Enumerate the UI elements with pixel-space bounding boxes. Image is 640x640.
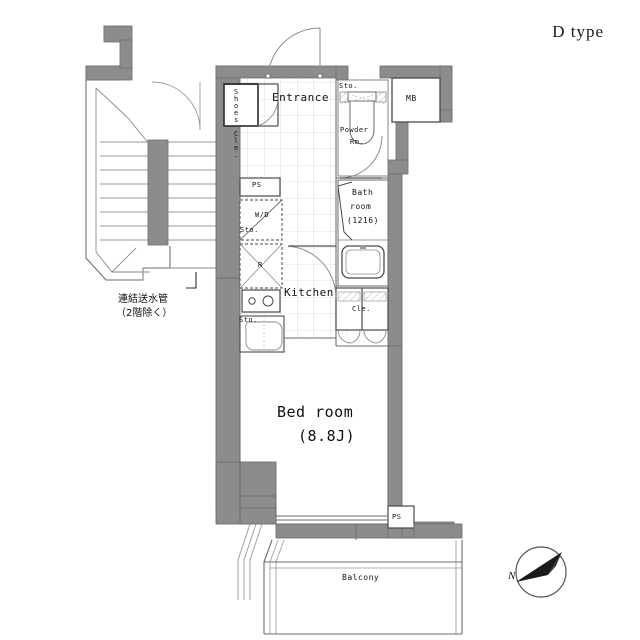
bedroom-window bbox=[276, 515, 388, 521]
closet-fixture bbox=[335, 287, 389, 344]
storage-kitchen-label: Sto. bbox=[239, 316, 258, 324]
stairwell bbox=[85, 79, 216, 281]
kitchen-label: Kitchen bbox=[284, 286, 334, 299]
washer-dryer-label: W/D bbox=[255, 211, 270, 219]
pipe-shaft-lower-fixture bbox=[387, 505, 415, 529]
storage-wd-label: Sto. bbox=[240, 226, 259, 234]
refrigerator-label: R bbox=[258, 261, 263, 269]
toilet-fixture bbox=[337, 79, 389, 179]
meter-box-label: MB bbox=[406, 94, 417, 103]
storage-top-label: Sto. bbox=[339, 82, 358, 90]
kitchen-fixture bbox=[239, 245, 337, 353]
water-pipe-leader bbox=[186, 272, 197, 289]
bathroom-fixture bbox=[337, 179, 389, 287]
balcony-area bbox=[263, 523, 463, 635]
closet-label: Cle. bbox=[352, 305, 371, 313]
entrance-door bbox=[265, 27, 323, 79]
powder-room-label-line1: Powder bbox=[340, 126, 369, 134]
bath-room-label-line1: Bath bbox=[352, 188, 374, 197]
powder-room-label-line2: Rm. bbox=[350, 138, 365, 146]
water-pipe-annotation-line1: 連結送水管 bbox=[118, 294, 168, 305]
refrigerator-fixture bbox=[239, 243, 283, 289]
balcony-drain-lines bbox=[237, 523, 263, 600]
pipe-shaft-upper-label: PS bbox=[252, 181, 262, 189]
bath-room-size-label: (1216) bbox=[347, 216, 379, 225]
bed-room-label: Bed room bbox=[277, 403, 354, 421]
shoes-closet-label: Shoes Cle. bbox=[232, 88, 241, 158]
pipe-shaft-upper-fixture bbox=[239, 177, 281, 197]
bath-room-label-line2: room bbox=[350, 202, 372, 211]
washer-dryer-fixture bbox=[239, 199, 283, 241]
compass-rose bbox=[515, 546, 567, 598]
compass-north-label: N bbox=[508, 570, 516, 582]
meter-box-fixture bbox=[391, 77, 441, 123]
pipe-shaft-lower-label: PS bbox=[392, 513, 402, 521]
shoes-closet-fixture bbox=[223, 83, 259, 127]
balcony-label: Balcony bbox=[342, 573, 380, 582]
entrance-label: Entrance bbox=[272, 91, 329, 104]
entrance-step bbox=[257, 83, 279, 127]
water-pipe-annotation-line2: （2階除く） bbox=[116, 308, 173, 319]
bed-room-size-label: (8.8J) bbox=[298, 427, 356, 445]
page-title: D type bbox=[552, 22, 604, 41]
